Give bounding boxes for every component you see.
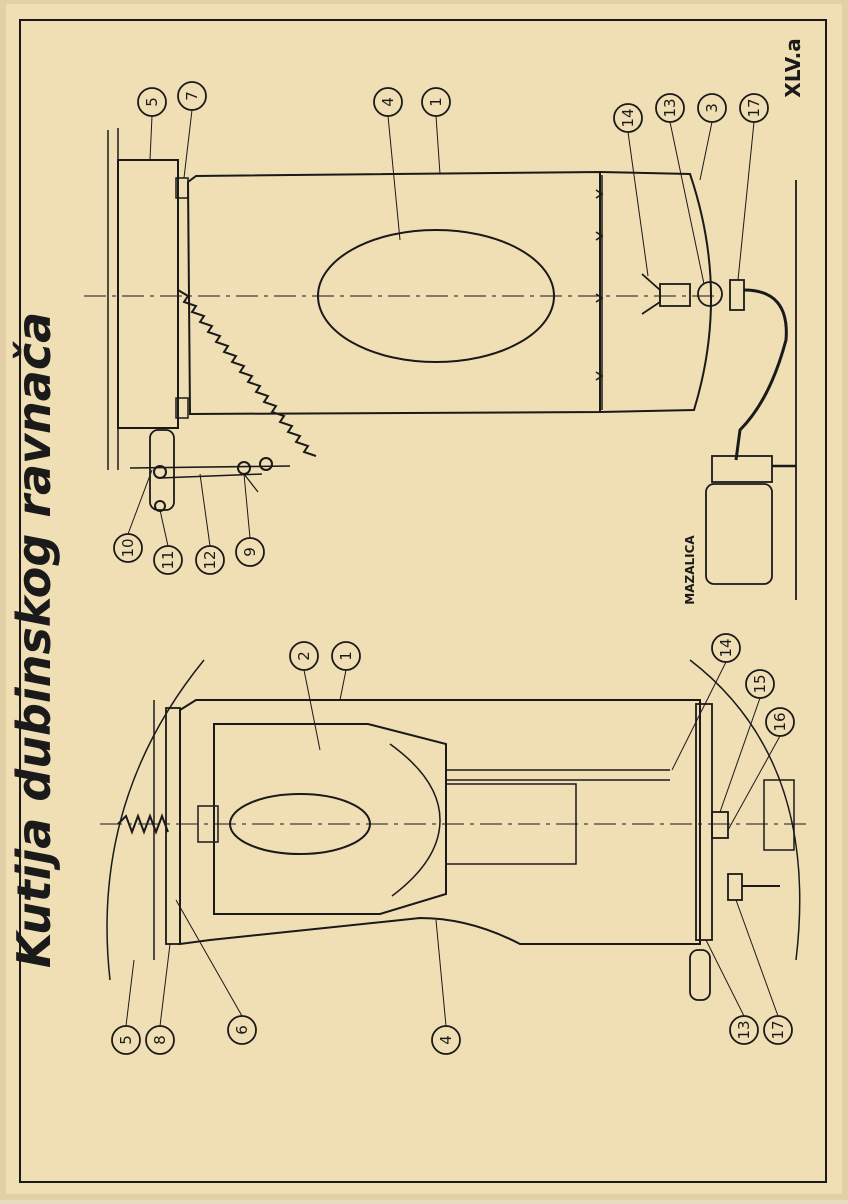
leader-lines	[125, 109, 781, 1027]
callout-label: 17	[769, 1020, 787, 1039]
callout-label: 2	[295, 651, 313, 661]
callout-label: 6	[233, 1025, 251, 1035]
housing-bottom-view	[179, 699, 701, 946]
lubricator-label: MAZALICA	[683, 535, 697, 605]
callout-label: 16	[771, 712, 789, 731]
main-housing	[186, 170, 601, 416]
compression-spring	[117, 813, 169, 835]
callout-label: 5	[117, 1035, 135, 1045]
fitting-17	[729, 279, 745, 311]
knob-13	[689, 949, 711, 1001]
callout-label: 15	[751, 674, 769, 693]
callout-label: 13	[735, 1020, 753, 1039]
frame-border	[19, 19, 827, 1183]
callout-label: 8	[151, 1035, 169, 1045]
oil-pipe	[734, 288, 788, 461]
code-group: XLV.a	[781, 38, 805, 97]
outer-arc-left	[106, 659, 205, 981]
bottom-view	[100, 659, 810, 1001]
callout-label: 3	[703, 103, 721, 113]
lubricator-label-group: MAZALICA	[683, 535, 697, 605]
sheet-code: XLV.a	[781, 38, 805, 97]
callout-label: 14	[619, 108, 637, 127]
callout-label: 5	[143, 97, 161, 107]
callouts	[111, 81, 795, 1055]
outer-arc-right	[689, 659, 801, 961]
callout-label: 12	[201, 550, 219, 569]
top-view	[84, 128, 797, 600]
right-bracket	[763, 779, 795, 851]
callout-label: 4	[379, 97, 397, 107]
callout-label: 11	[159, 550, 177, 569]
sheet-title: Kutija dubinskog ravnača	[7, 312, 61, 968]
callout-label: 13	[661, 98, 679, 117]
callout-label: 1	[337, 651, 355, 661]
callout-label: 9	[241, 547, 259, 557]
callout-label: 1	[427, 97, 445, 107]
mounting-plate	[117, 159, 179, 429]
callout-numbers: 5 7 4 1 14 13 3 17 10 11 12 9 2 1 14 15 …	[117, 91, 789, 1045]
callout-label: 4	[437, 1035, 455, 1045]
lubricator-body	[705, 483, 773, 585]
lever-arm-12	[129, 465, 291, 469]
lubricator-head	[711, 455, 773, 483]
callout-label: 17	[745, 98, 763, 117]
callout-top-10	[113, 533, 143, 563]
callout-label: 7	[183, 91, 201, 101]
inner-plate-2	[213, 723, 447, 915]
tension-spring	[177, 289, 317, 457]
callout-label: 10	[119, 538, 137, 557]
front-housing	[599, 171, 712, 413]
valve-13	[697, 281, 723, 307]
title-group: Kutija dubinskog ravnača	[7, 312, 61, 968]
callout-label: 14	[717, 638, 735, 657]
paper-sheet	[6, 4, 842, 1194]
